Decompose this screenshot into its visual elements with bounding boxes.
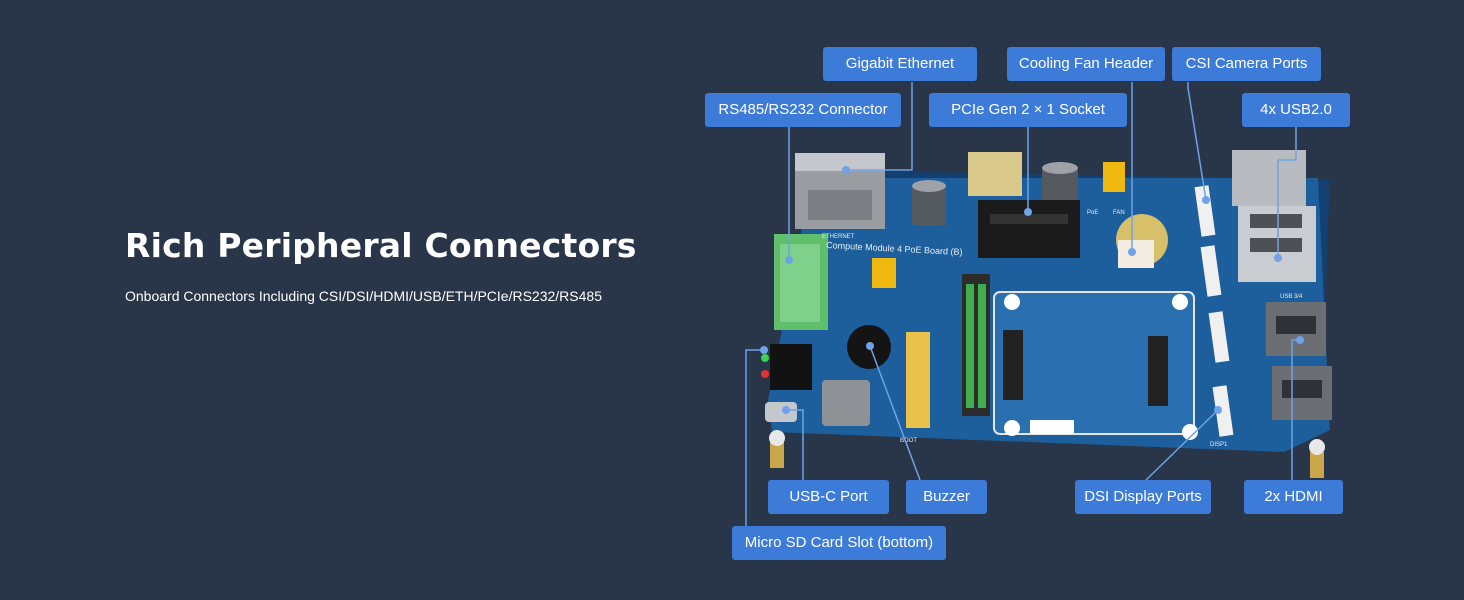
leader-microsd [745,349,764,526]
ribbon-connectors [1194,185,1234,437]
label-csi-camera-ports: CSI Camera Ports [1172,47,1321,81]
silkscreen-fan: FAN [1113,210,1125,216]
label-rs485-rs232: RS485/RS232 Connector [705,93,901,127]
mounting-standoffs [769,430,1325,478]
fan-header [1103,162,1125,192]
rs485-terminal-block [774,234,828,330]
label-usb-c-port: USB-C Port [768,480,889,514]
leader-gigabit-ethernet [846,82,913,171]
label-hdmi: 2x HDMI [1244,480,1343,514]
label-cooling-fan-header: Cooling Fan Header [1007,47,1165,81]
leader-usbc [786,409,804,480]
cm4-socket-area [993,291,1198,440]
silkscreen-poe: PoE [1087,210,1098,216]
leader-usb [1277,127,1297,258]
ethernet-jack [795,153,885,229]
silkscreen-boot: BOOT [900,438,917,444]
inductor [822,380,870,426]
leader-dots [760,166,1304,414]
leader-csi [1187,82,1207,201]
leader-buzzer [869,345,921,481]
label-usb2: 4x USB2.0 [1242,93,1350,127]
page-title: Rich Peripheral Connectors [125,226,637,265]
label-gigabit-ethernet: Gigabit Ethernet [823,47,977,81]
leader-dsi [1145,409,1219,481]
label-micro-sd: Micro SD Card Slot (bottom) [732,526,946,560]
capacitors [912,162,1078,226]
led-green [761,354,769,362]
silkscreen-ethernet: ETHERNET [822,234,855,240]
label-pcie-socket: PCIe Gen 2 × 1 Socket [929,93,1127,127]
leader-lines [745,82,1300,526]
label-buzzer: Buzzer [906,480,987,514]
label-dsi-display-ports: DSI Display Ports [1075,480,1211,514]
usb-c-part [765,402,797,422]
gpio-header [962,274,990,416]
silkscreen-usb34: USB 3/4 [1280,294,1303,300]
led-red [761,370,769,378]
fan-connector [1118,240,1154,268]
yellow-pin-header [906,332,930,428]
jumper [872,258,896,288]
usb-ports [1232,150,1316,282]
poe-transformer [968,152,1022,196]
power-jack [770,344,812,390]
silkscreen-disp1: DISP1 [1210,442,1228,448]
page-subtitle: Onboard Connectors Including CSI/DSI/HDM… [125,288,602,304]
